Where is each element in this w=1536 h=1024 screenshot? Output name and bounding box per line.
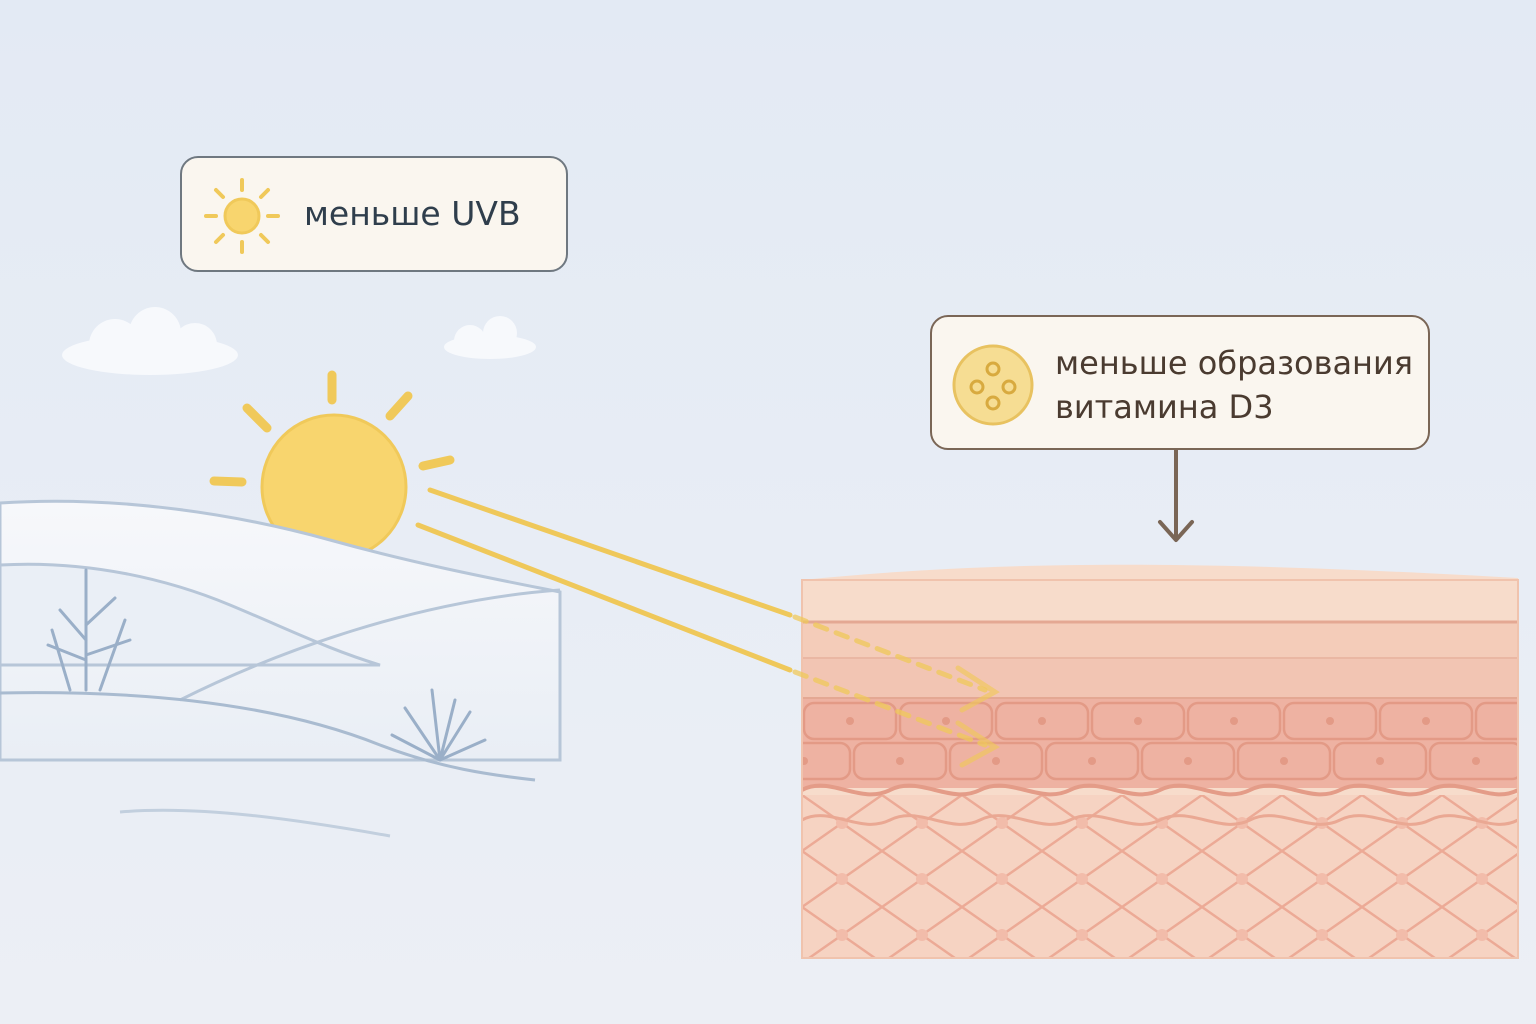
- cell-nucleus: [896, 757, 904, 765]
- uvb-label: меньше UVB: [304, 194, 521, 233]
- cell-nucleus: [1088, 757, 1096, 765]
- bare-bush: [46, 568, 132, 692]
- cell-nucleus: [1038, 717, 1046, 725]
- cell-nucleus: [1376, 757, 1384, 765]
- epidermis-cell: [1044, 741, 1140, 781]
- vitamin-d3-label-line1: меньше образования: [1055, 344, 1414, 382]
- epidermis-cell: [1378, 701, 1474, 741]
- epidermis-cell: [1282, 701, 1378, 741]
- cloud-right: [444, 316, 536, 359]
- epidermis-cell: [1236, 741, 1332, 781]
- epidermis-cell: [802, 701, 898, 741]
- cell-nucleus: [1134, 717, 1142, 725]
- skin-cross-section: [802, 564, 1526, 958]
- sun-rays: [209, 370, 455, 487]
- cell-nucleus: [1472, 757, 1480, 765]
- cell-nucleus: [1280, 757, 1288, 765]
- epidermis-cell: [1474, 701, 1518, 741]
- grass-tuft: [390, 688, 487, 762]
- epidermis-cell: [802, 741, 852, 781]
- uvb-callout: меньше UVB: [180, 156, 568, 272]
- epidermis-cell: [1332, 741, 1428, 781]
- epidermis-cell: [1428, 741, 1518, 781]
- cell-nucleus: [1326, 717, 1334, 725]
- cell-nucleus: [846, 717, 854, 725]
- epidermis-cell: [898, 701, 994, 741]
- cell-nucleus: [1422, 717, 1430, 725]
- cell-nucleus: [992, 757, 1000, 765]
- epidermis-cell: [994, 701, 1090, 741]
- epidermis-cell: [1140, 741, 1236, 781]
- cell-nucleus: [1518, 717, 1526, 725]
- skin-outline: [801, 579, 1519, 959]
- epidermis-cells: [802, 701, 1526, 781]
- epidermis-cell: [1090, 701, 1186, 741]
- cell-nucleus: [802, 757, 808, 765]
- vitamin-d3-label: меньше образования витамина D3: [1055, 341, 1415, 429]
- epidermis-cell: [852, 741, 948, 781]
- epidermis-cell: [1186, 701, 1282, 741]
- cell-nucleus: [942, 717, 950, 725]
- cell-nucleus: [1230, 717, 1238, 725]
- uvb-beams: [415, 487, 1000, 768]
- epidermis-cell: [948, 741, 1044, 781]
- cell-nucleus: [1184, 757, 1192, 765]
- cloud-left: [62, 307, 238, 375]
- arrow-down-icon: [1158, 448, 1194, 542]
- vitamin-d3-molecule-icon: [952, 344, 1034, 426]
- snowy-hills: [0, 499, 562, 838]
- vitamin-d3-label-line2: витамина D3: [1055, 388, 1274, 426]
- sun-icon: [204, 178, 280, 254]
- vitamin-d3-callout: меньше образования витамина D3: [930, 315, 1430, 450]
